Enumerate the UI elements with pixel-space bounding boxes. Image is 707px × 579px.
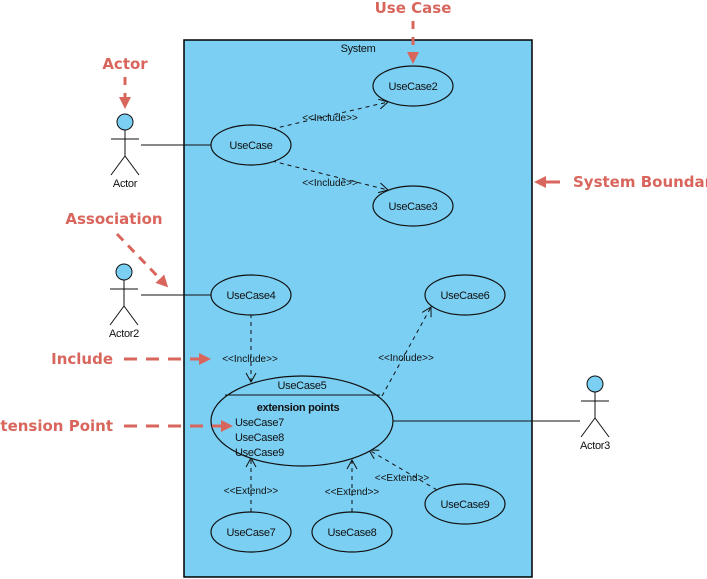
annotation-extension-point: Extension Point bbox=[0, 417, 113, 435]
use-case-label: UseCase6 bbox=[441, 290, 490, 302]
use-case-usecase9[interactable]: UseCase9 bbox=[424, 483, 506, 525]
extend-usecase9-usecase5[interactable] bbox=[368, 449, 438, 491]
use-case-label: UseCase bbox=[229, 140, 272, 152]
include-label-4: <<Include>> bbox=[378, 353, 434, 364]
include-usecase5-usecase6[interactable] bbox=[381, 306, 432, 397]
annotation-system-boundary: System Boundary bbox=[573, 173, 707, 191]
use-case-usecase4[interactable]: UseCase4 bbox=[210, 274, 292, 316]
extension-point: UseCase9 bbox=[235, 447, 284, 459]
usecase5-name: UseCase5 bbox=[278, 380, 327, 392]
use-case-usecase3[interactable]: UseCase3 bbox=[372, 185, 454, 227]
actor-actor3[interactable]: Actor3 bbox=[580, 375, 610, 452]
extend-label-2: <<Extend>> bbox=[325, 487, 380, 498]
actor-label: Actor2 bbox=[109, 328, 139, 340]
use-case-label: UseCase4 bbox=[227, 290, 276, 302]
include-label-2: <<Include>> bbox=[302, 178, 358, 189]
include-usecase-usecase2[interactable] bbox=[271, 98, 390, 130]
use-case-usecase[interactable]: UseCase bbox=[210, 124, 292, 166]
include-usecase-usecase3[interactable] bbox=[271, 160, 389, 194]
use-case-usecase6[interactable]: UseCase6 bbox=[424, 274, 506, 316]
use-case-label: UseCase7 bbox=[227, 527, 276, 539]
use-case-label: UseCase8 bbox=[328, 527, 377, 539]
include-label-1: <<Include>> bbox=[302, 113, 358, 124]
extension-point: UseCase7 bbox=[235, 417, 284, 429]
use-case-label: UseCase9 bbox=[441, 499, 490, 511]
extension-points-title: extension points bbox=[257, 402, 340, 414]
extend-label-1: <<Extend>> bbox=[224, 486, 279, 497]
include-label-3: <<Include>> bbox=[222, 354, 278, 365]
actor-head-icon bbox=[116, 113, 134, 131]
annotation-association-arrow bbox=[115, 232, 169, 288]
actor-actor2[interactable]: Actor2 bbox=[109, 263, 139, 340]
extension-point: UseCase8 bbox=[235, 432, 284, 444]
actor-head-icon bbox=[115, 263, 133, 281]
actor-actor[interactable]: Actor bbox=[110, 113, 140, 190]
annotation-include: Include bbox=[51, 350, 113, 368]
annotation-association: Association bbox=[65, 210, 162, 228]
use-case-usecase2[interactable]: UseCase2 bbox=[372, 65, 454, 107]
use-case-usecase7[interactable]: UseCase7 bbox=[210, 511, 292, 553]
actor-label: Actor bbox=[113, 178, 138, 190]
use-case-usecase8[interactable]: UseCase8 bbox=[311, 511, 393, 553]
use-case-label: UseCase3 bbox=[389, 201, 438, 213]
system-label: System bbox=[341, 43, 376, 55]
annotation-actor: Actor bbox=[102, 55, 148, 73]
actor-label: Actor3 bbox=[580, 440, 610, 452]
use-case-label: UseCase2 bbox=[389, 81, 438, 93]
use-case-usecase5[interactable]: UseCase5 extension points UseCase7 UseCa… bbox=[210, 375, 394, 467]
extend-label-3: <<Extend>> bbox=[375, 473, 430, 484]
annotation-use-case: Use Case bbox=[375, 0, 452, 17]
actor-head-icon bbox=[586, 375, 604, 393]
